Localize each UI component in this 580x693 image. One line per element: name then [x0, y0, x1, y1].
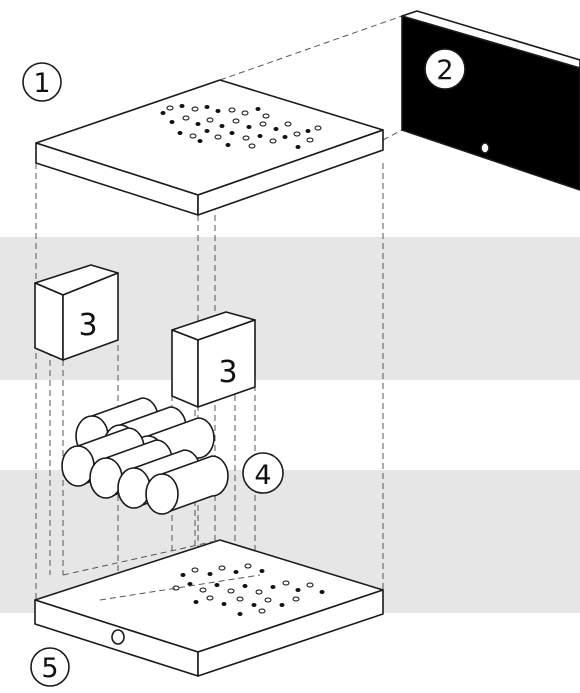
cell-end-face: [145, 473, 179, 515]
plate-hole: [319, 590, 325, 594]
cell-end-face: [117, 467, 151, 509]
plate-hole: [284, 121, 292, 127]
plate-hole: [264, 597, 272, 603]
plate-hole: [257, 134, 263, 138]
side-panel: [401, 10, 580, 191]
plate-hole: [169, 120, 175, 124]
plate-hole: [193, 600, 199, 604]
plate-hole: [219, 124, 225, 128]
plate-hole: [160, 111, 166, 115]
plate-hole: [189, 133, 197, 139]
plate-hole: [197, 139, 203, 143]
plate-hole: [214, 134, 222, 140]
plate-hole: [225, 143, 231, 147]
plate-hole: [279, 603, 285, 607]
plate-hole: [306, 582, 314, 588]
plate-hole: [282, 580, 290, 586]
plate-hole: [221, 602, 227, 606]
plate-hole: [218, 565, 226, 571]
plate-hole: [242, 584, 248, 588]
plate-hole: [259, 569, 265, 573]
plate-hole: [233, 570, 239, 574]
module-box-left: [34, 264, 119, 361]
cell-end-face: [89, 457, 123, 499]
plate-hole: [282, 135, 288, 139]
callout-5: 5: [30, 647, 70, 687]
plate-hole: [191, 106, 199, 112]
plate-hole: [248, 143, 256, 149]
plate-hole: [295, 588, 301, 592]
plate-hole: [180, 573, 186, 577]
plate-hole: [191, 567, 199, 573]
callout-1: 1: [22, 62, 62, 102]
callout-4-label: 4: [254, 460, 271, 491]
plate-hole: [255, 589, 263, 595]
plate-hole: [236, 596, 244, 602]
plate-hole: [259, 121, 267, 127]
plate-hole: [227, 588, 235, 594]
plate-hole: [182, 115, 190, 121]
plate-hole: [262, 113, 270, 119]
plate-hole: [207, 572, 213, 576]
plate-hole: [232, 118, 240, 124]
top-plate: [35, 79, 384, 216]
cell-bundle: [61, 397, 229, 515]
plate-hole: [206, 595, 214, 601]
plate-hole: [237, 612, 243, 616]
plate-hole: [179, 104, 185, 108]
panel-hole: [480, 142, 490, 154]
plate-hole: [228, 107, 236, 113]
plate-hole: [204, 129, 210, 133]
module-right-label: 3: [218, 355, 237, 390]
callout-2: 2: [424, 48, 466, 90]
plate-hole: [251, 603, 257, 607]
cell-end-face: [61, 445, 95, 487]
plate-hole: [214, 583, 220, 587]
plate-hole: [292, 596, 300, 602]
callout-5-label: 5: [41, 653, 58, 684]
plate-hole: [295, 145, 301, 149]
plate-hole: [177, 131, 183, 135]
module-left-label: 3: [78, 308, 97, 343]
callout-4: 4: [242, 452, 284, 494]
module-box-right: [171, 311, 256, 408]
plate-hole: [187, 582, 193, 586]
bottom-plate-hole: [111, 629, 125, 645]
plate-hole: [270, 585, 276, 589]
bottom-plate: [34, 539, 384, 677]
plate-hole: [166, 105, 174, 111]
plate-hole: [314, 125, 322, 131]
plate-hole: [306, 137, 314, 143]
callout-2-label: 2: [436, 55, 453, 86]
plate-hole: [241, 110, 249, 116]
plate-hole: [206, 117, 214, 123]
panel-projection-lines: [219, 15, 403, 141]
plate-hole: [293, 131, 301, 137]
plate-hole: [229, 131, 235, 135]
cell-body: [161, 455, 229, 515]
top-plate-hole-pattern: [160, 104, 322, 149]
plate-hole: [244, 563, 252, 569]
plate-hole: [242, 135, 250, 141]
plate-hole: [246, 125, 252, 129]
plate-hole: [195, 122, 201, 126]
plate-hole: [269, 138, 277, 144]
plate-hole: [273, 127, 279, 131]
plate-hole: [204, 105, 210, 109]
plate-hole: [215, 109, 221, 113]
callout-1-label: 1: [33, 68, 50, 99]
plate-hole: [305, 129, 311, 133]
plate-hole: [199, 587, 207, 593]
plate-hole: [255, 107, 261, 111]
bottom-plate-hole-pattern: [172, 563, 325, 616]
plate-hole: [258, 608, 266, 614]
plate-hole: [172, 585, 180, 591]
